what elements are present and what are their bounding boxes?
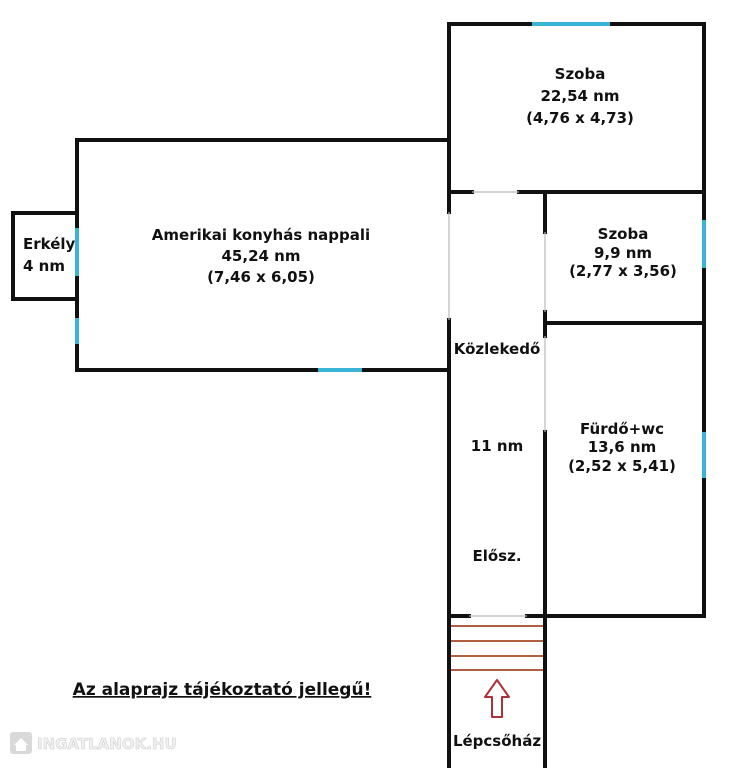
ingatlanok-logo: INGATLANOK.HU [10,732,177,754]
room-area: 9,9 nm [594,244,652,262]
stair-up-arrow-icon [484,679,510,718]
room-name: Erkély [23,235,76,253]
room-dimensions: (7,46 x 6,05) [207,268,315,286]
room-area: 11 nm [471,437,523,455]
room-name: Amerikai konyhás nappali [152,226,370,244]
room-area: 45,24 nm [222,247,301,265]
staircase-lines [451,625,543,671]
room-name: Szoba [598,225,649,243]
room-dimensions: (2,77 x 3,56) [569,262,677,280]
label-furdo: Fürdő+wc 13,6 nm (2,52 x 5,41) [568,420,676,475]
watermark-text: INGATLANOK.HU [37,735,177,753]
label-szoba-small: Szoba 9,9 nm (2,77 x 3,56) [569,225,677,280]
label-szoba-large: Szoba 22,54 nm (4,76 x 4,73) [526,65,634,127]
room-area: 4 nm [23,257,65,275]
walls [11,22,706,768]
room-area: 22,54 nm [541,87,620,105]
wall-top-room [447,22,706,194]
windows [75,22,706,478]
wall-balcony [11,211,79,301]
room-area: 13,6 nm [588,438,657,456]
room-dimensions: (2,52 x 5,41) [568,457,676,475]
room-name-elosz: Elősz. [472,547,521,565]
room-dimensions: (4,76 x 4,73) [526,109,634,127]
door-openings [448,191,546,617]
label-kozlekedo: Közlekedő 11 nm Elősz. [454,340,541,565]
house-icon [10,732,32,754]
stairwell-label: Lépcsőház [453,732,541,750]
room-name: Közlekedő [454,340,541,358]
disclaimer-note: Az alaprajz tájékoztató jellegű! [73,680,372,700]
room-name: Szoba [555,65,606,83]
label-nappali: Amerikai konyhás nappali 45,24 nm (7,46 … [152,226,370,286]
label-erkely: Erkély 4 nm [23,235,76,275]
room-name: Fürdő+wc [580,420,664,438]
